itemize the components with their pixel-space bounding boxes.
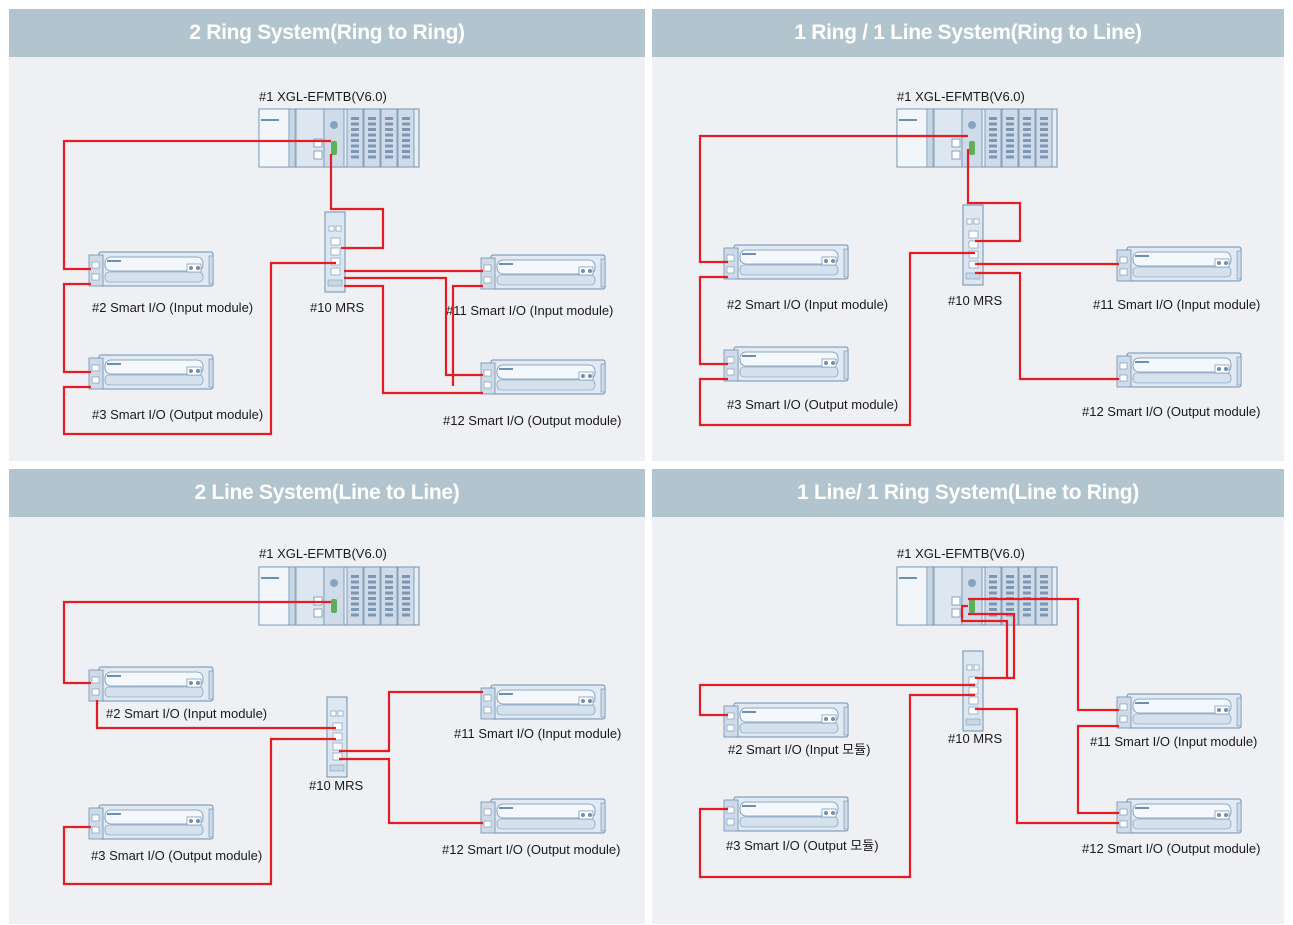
panel-ring-to-ring: 2 Ring System(Ring to Ring) #1 XGL-EFMTB… <box>9 9 645 461</box>
smart-io-2 <box>88 251 214 287</box>
wires <box>698 134 1119 427</box>
panel-line-to-ring: 1 Line/ 1 Ring System(Line to Ring) #1 X… <box>652 469 1284 924</box>
panel-title: 1 Ring / 1 Line System(Ring to Line) <box>652 9 1284 57</box>
smart-io-2-label: #2 Smart I/O (Input module) <box>106 706 267 721</box>
smart-io-3 <box>88 804 214 840</box>
smart-io-3-label: #3 Smart I/O (Output 모듈) <box>726 838 879 853</box>
smart-io-12-label: #12 Smart I/O (Output module) <box>442 842 620 857</box>
mrs-label: #10 MRS <box>948 731 1003 746</box>
mrs-switch <box>326 696 348 778</box>
smart-io-3 <box>723 796 849 832</box>
smart-io-12 <box>1116 352 1242 388</box>
smart-io-12-label: #12 Smart I/O (Output module) <box>1082 404 1260 419</box>
smart-io-11 <box>480 684 606 720</box>
plc-xgl-efmtb <box>258 566 420 626</box>
mrs-label: #10 MRS <box>309 778 364 793</box>
smart-io-3-label: #3 Smart I/O (Output module) <box>727 397 898 412</box>
plc-label: #1 XGL-EFMTB(V6.0) <box>897 89 1025 104</box>
smart-io-12-label: #12 Smart I/O (Output module) <box>1082 841 1260 856</box>
smart-io-11 <box>1116 693 1242 729</box>
smart-io-11-label: #11 Smart I/O (Input module) <box>446 303 613 318</box>
wires <box>62 139 483 436</box>
smart-io-12 <box>480 359 606 395</box>
smart-io-3-label: #3 Smart I/O (Output module) <box>91 848 262 863</box>
panel-title: 2 Line System(Line to Line) <box>9 469 645 517</box>
network-diagram: #1 XGL-EFMTB(V6.0) #10 MRS #2 Smart I/O … <box>62 89 621 436</box>
smart-io-3 <box>723 346 849 382</box>
mrs-label: #10 MRS <box>310 300 365 315</box>
smart-io-2-label: #2 Smart I/O (Input module) <box>92 300 253 315</box>
network-diagram: #1 XGL-EFMTB(V6.0) #10 MRS #2 Smart I/O … <box>62 546 621 886</box>
smart-io-11-label: #11 Smart I/O (Input module) <box>454 726 621 741</box>
plc-label: #1 XGL-EFMTB(V6.0) <box>259 89 387 104</box>
panel-title: 1 Line/ 1 Ring System(Line to Ring) <box>652 469 1284 517</box>
mrs-switch <box>324 211 346 293</box>
mrs-switch <box>962 650 984 732</box>
smart-io-3-label: #3 Smart I/O (Output module) <box>92 407 263 422</box>
network-diagram: #1 XGL-EFMTB(V6.0) #10 MRS #2 Smart I/O … <box>698 89 1260 427</box>
smart-io-11-label: #11 Smart I/O (Input module) <box>1090 734 1257 749</box>
panel-line-to-line: 2 Line System(Line to Line) #1 XGL-EFMTB… <box>9 469 645 924</box>
smart-io-2 <box>723 702 849 738</box>
wires <box>62 600 483 886</box>
plc-xgl-efmtb <box>258 108 420 168</box>
network-diagram: #1 XGL-EFMTB(V6.0) #10 MRS #2 Smart I/O … <box>698 546 1260 879</box>
smart-io-12 <box>1116 798 1242 834</box>
smart-io-11 <box>1116 246 1242 282</box>
plc-xgl-efmtb <box>896 566 1058 626</box>
plc-xgl-efmtb <box>896 108 1058 168</box>
smart-io-3 <box>88 354 214 390</box>
smart-io-11-label: #11 Smart I/O (Input module) <box>1093 297 1260 312</box>
smart-io-2-label: #2 Smart I/O (Input 모듈) <box>728 742 870 757</box>
plc-label: #1 XGL-EFMTB(V6.0) <box>259 546 387 561</box>
panel-title: 2 Ring System(Ring to Ring) <box>9 9 645 57</box>
smart-io-11 <box>480 254 606 290</box>
plc-label: #1 XGL-EFMTB(V6.0) <box>897 546 1025 561</box>
smart-io-2-label: #2 Smart I/O (Input module) <box>727 297 888 312</box>
smart-io-12-label: #12 Smart I/O (Output module) <box>443 413 621 428</box>
panel-ring-to-line: 1 Ring / 1 Line System(Ring to Line) #1 … <box>652 9 1284 461</box>
wires <box>698 597 1119 879</box>
smart-io-12 <box>480 798 606 834</box>
mrs-label: #10 MRS <box>948 293 1003 308</box>
smart-io-2 <box>723 244 849 280</box>
smart-io-2 <box>88 666 214 702</box>
